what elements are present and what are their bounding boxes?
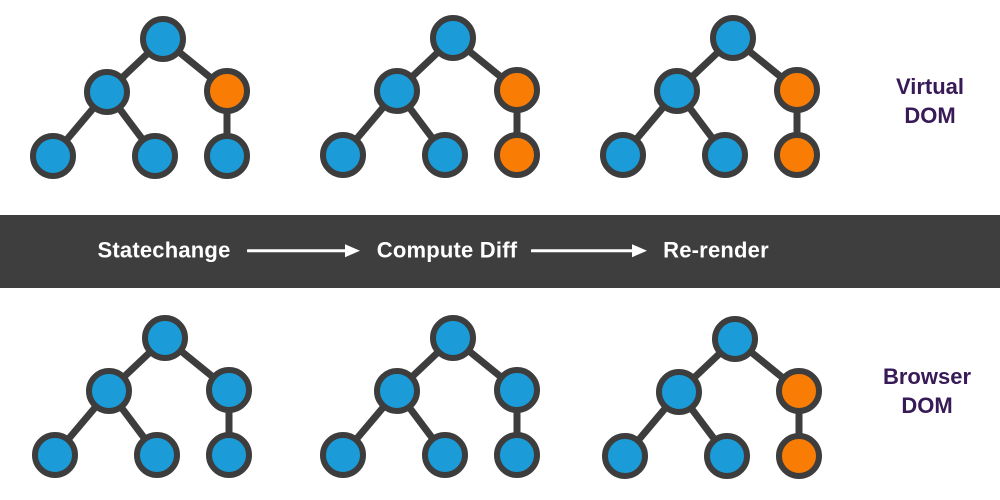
tree-node-blue (704, 433, 750, 479)
tree-node-blue (656, 369, 702, 415)
tree-node-blue (712, 316, 758, 362)
tree-node-blue (142, 315, 188, 361)
tree-node-orange (204, 68, 250, 114)
tree-node-blue (86, 368, 132, 414)
tree-node-blue (30, 133, 76, 179)
tree-node-orange (776, 368, 822, 414)
tree-node-blue (320, 132, 366, 178)
step-compute-diff: Compute Diff (376, 236, 518, 262)
virtual-dom-label: Virtual DOM (860, 72, 1000, 130)
tree-node-orange (494, 67, 540, 113)
tree-node-blue (494, 432, 540, 478)
virtual-dom-tree (600, 15, 820, 178)
step-re-render: Re-render (663, 236, 769, 262)
tree-node-orange (494, 132, 540, 178)
tree-node-blue (84, 69, 130, 115)
tree-node-blue (320, 432, 366, 478)
tree-node-blue (430, 15, 476, 61)
tree-node-blue (710, 15, 756, 61)
process-banner: Statechange Compute Diff Re-render (0, 215, 1000, 288)
tree-node-blue (206, 367, 252, 413)
tree-node-blue (430, 315, 476, 361)
tree-node-blue (374, 68, 420, 114)
tree-node-blue (32, 432, 78, 478)
browser-dom-label-line2: DOM (901, 393, 953, 418)
tree-node-blue (374, 368, 420, 414)
browser-dom-label: Browser DOM (857, 362, 997, 420)
tree-node-blue (132, 133, 178, 179)
browser-dom-tree (320, 315, 540, 478)
browser-dom-label-line1: Browser (882, 364, 972, 389)
tree-node-blue (422, 132, 468, 178)
tree-node-blue (494, 367, 540, 413)
tree-node-blue (206, 432, 252, 478)
browser-dom-tree (32, 315, 252, 478)
virtual-dom-label-line2: DOM (904, 103, 956, 128)
browser-dom-tree (602, 316, 822, 479)
arrow-icon (247, 243, 360, 257)
virtual-dom-tree (30, 16, 250, 179)
tree-node-orange (774, 132, 820, 178)
tree-node-blue (204, 133, 250, 179)
tree-node-orange (776, 433, 822, 479)
tree-node-blue (422, 432, 468, 478)
tree-node-blue (702, 132, 748, 178)
tree-node-blue (134, 432, 180, 478)
tree-node-blue (140, 16, 186, 62)
tree-node-orange (774, 67, 820, 113)
tree-node-blue (600, 132, 646, 178)
tree-node-blue (654, 68, 700, 114)
step-statechange: Statechange (97, 236, 231, 262)
virtual-dom-label-line1: Virtual (895, 74, 965, 99)
arrow-icon (531, 243, 647, 257)
tree-node-blue (602, 433, 648, 479)
virtual-dom-tree (320, 15, 540, 178)
